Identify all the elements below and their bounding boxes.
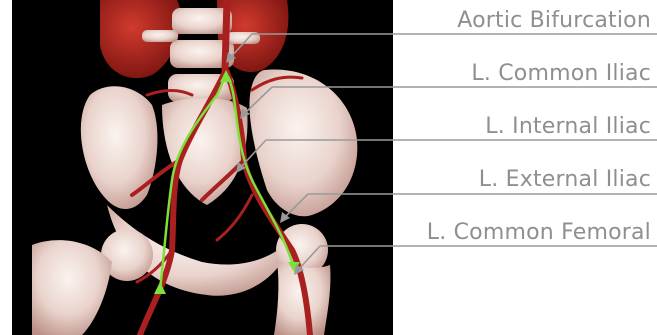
label-aortic-bifurcation: Aortic Bifurcation bbox=[457, 10, 651, 32]
label-l-external-iliac: L. External Iliac bbox=[479, 169, 651, 191]
label-l-common-femoral: L. Common Femoral bbox=[427, 222, 651, 244]
label-l-common-iliac: L. Common Iliac bbox=[471, 63, 651, 85]
leader-arrowheads bbox=[226, 52, 304, 275]
label-l-internal-iliac: L. Internal Iliac bbox=[485, 116, 651, 138]
